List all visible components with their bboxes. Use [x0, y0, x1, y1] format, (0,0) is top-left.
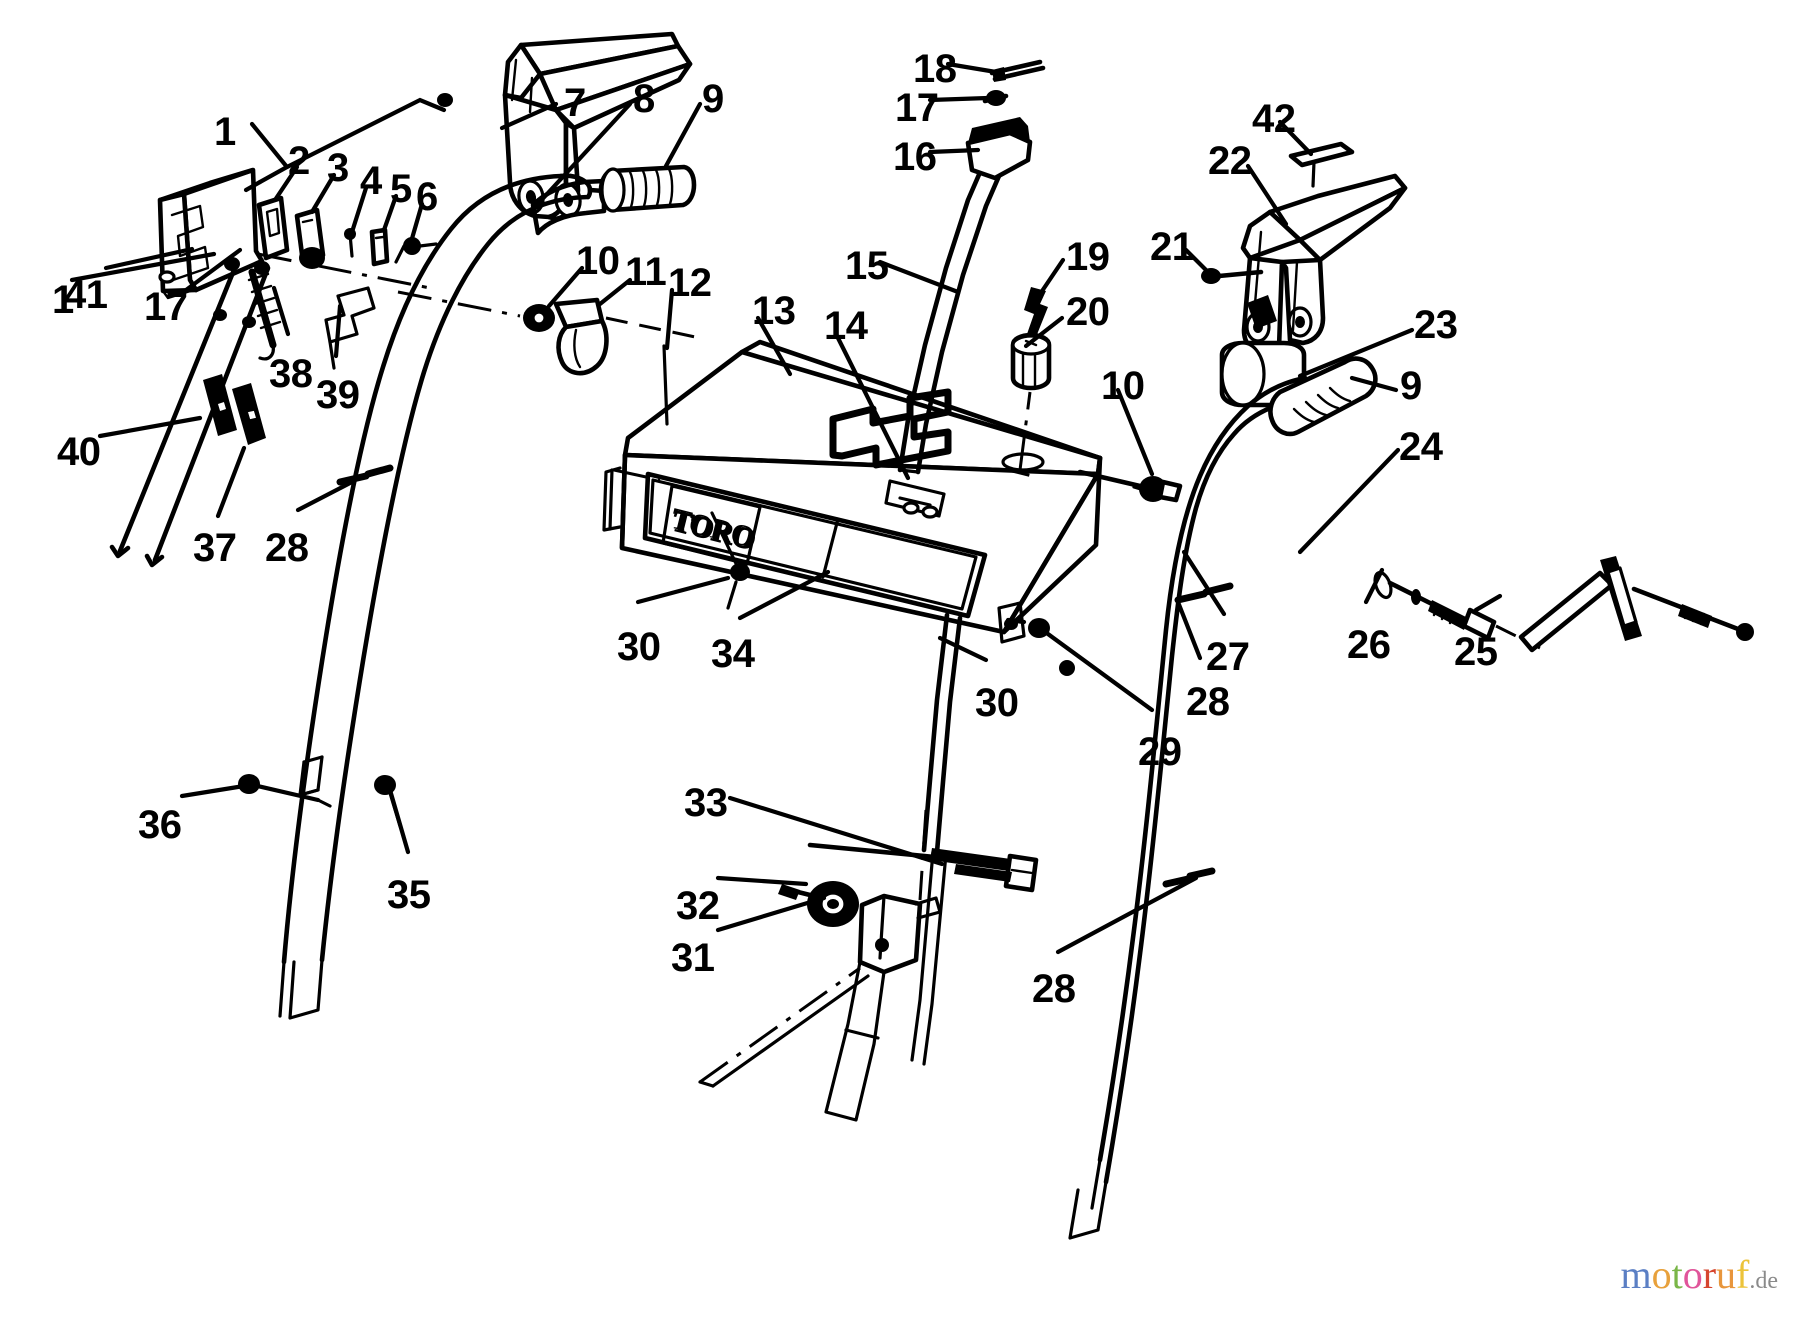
part-22-right-bracket: [1201, 141, 1408, 355]
construction-lines: [257, 252, 1041, 482]
callout-4: 4: [360, 159, 382, 203]
callout-14: 14: [824, 304, 868, 348]
callout-13: 13: [752, 289, 796, 333]
callout-35: 35: [387, 873, 431, 917]
callout-8: 8: [633, 77, 655, 121]
callout-19: 19: [1066, 235, 1110, 279]
callout-29: 29: [1138, 730, 1182, 774]
right-handle-tube: [1068, 356, 1378, 1240]
callout-5: 5: [390, 167, 412, 211]
callout-9: 9: [702, 77, 724, 121]
callout-30: 30: [617, 625, 661, 669]
callout-16: 16: [893, 135, 937, 179]
callout-7: 7: [564, 81, 586, 125]
part-10-right-bolt: [1077, 469, 1183, 503]
callout-39: 39: [316, 373, 360, 417]
parts-24-27-hardware: [1373, 556, 1754, 653]
watermark-letter-u: u: [1716, 1252, 1737, 1297]
callout-2: 2: [288, 139, 310, 183]
left-handle-tube: [238, 173, 593, 1020]
callout-17-left: 17: [144, 285, 188, 329]
callout-21: 21: [1150, 225, 1194, 269]
callout-24: 24: [1399, 425, 1443, 469]
callout-17: 17: [895, 86, 939, 130]
parts-29-30-fasteners: [710, 511, 1075, 676]
watermark-tld: .de: [1749, 1268, 1778, 1294]
callout-40: 40: [57, 430, 101, 474]
part-19-clip: [1024, 287, 1048, 337]
callout-22: 22: [1208, 139, 1252, 183]
callout-25: 25: [1454, 630, 1498, 674]
callout-6: 6: [416, 175, 438, 219]
site-watermark: motoruf.de: [1620, 1255, 1778, 1301]
callout-9-right: 9: [1400, 364, 1422, 408]
callout-10: 10: [576, 239, 620, 283]
callout-28-bottom: 28: [1032, 967, 1076, 1011]
callout-27: 27: [1206, 635, 1250, 679]
callout-12: 12: [668, 261, 712, 305]
part-20-bushing: [1010, 332, 1052, 391]
callout-42: 42: [1252, 97, 1296, 141]
callout-36: 36: [138, 803, 182, 847]
callout-32: 32: [676, 884, 720, 928]
watermark-letter-t: t: [1671, 1252, 1683, 1297]
part-15-shift-rod: [897, 59, 1046, 475]
callout-1: 1: [214, 110, 236, 154]
shift-gate-decal: [829, 388, 952, 469]
watermark-letter-f: f: [1736, 1252, 1750, 1297]
watermark-letter-m: m: [1620, 1252, 1652, 1297]
callout-1-left: 1: [52, 278, 74, 322]
callout-31: 31: [671, 936, 715, 980]
callout-37: 37: [193, 526, 237, 570]
parts-10-11-knob-lever: [523, 297, 701, 376]
part-9-left-grip: [598, 164, 697, 213]
callout-3: 3: [327, 146, 349, 190]
callout-20: 20: [1066, 290, 1110, 334]
callout-41: 41: [64, 273, 108, 317]
callout-34: 34: [711, 632, 755, 676]
watermark-letter-o2: o: [1682, 1252, 1703, 1297]
parts-37-40-rods-spring: [109, 257, 376, 568]
callout-18: 18: [913, 47, 957, 91]
callout-26: 26: [1347, 623, 1391, 667]
callout-28-left: 28: [265, 526, 309, 570]
callout-23: 23: [1414, 303, 1458, 347]
watermark-letter-r: r: [1702, 1252, 1717, 1297]
part-13-console-box: TORO TORO: [602, 339, 1103, 644]
parts-31-33-linkage: [698, 612, 1039, 1122]
callout-33: 33: [684, 781, 728, 825]
callout-10-right: 10: [1101, 364, 1145, 408]
callout-11: 11: [625, 250, 667, 294]
callout-30-right: 30: [975, 681, 1019, 725]
callout-38: 38: [269, 352, 313, 396]
leader-lines: [69, 61, 1503, 955]
watermark-letter-o1: o: [1651, 1252, 1672, 1297]
callout-15: 15: [845, 244, 889, 288]
callout-28: 28: [1186, 680, 1230, 724]
part-41-console-shell: [157, 167, 265, 300]
